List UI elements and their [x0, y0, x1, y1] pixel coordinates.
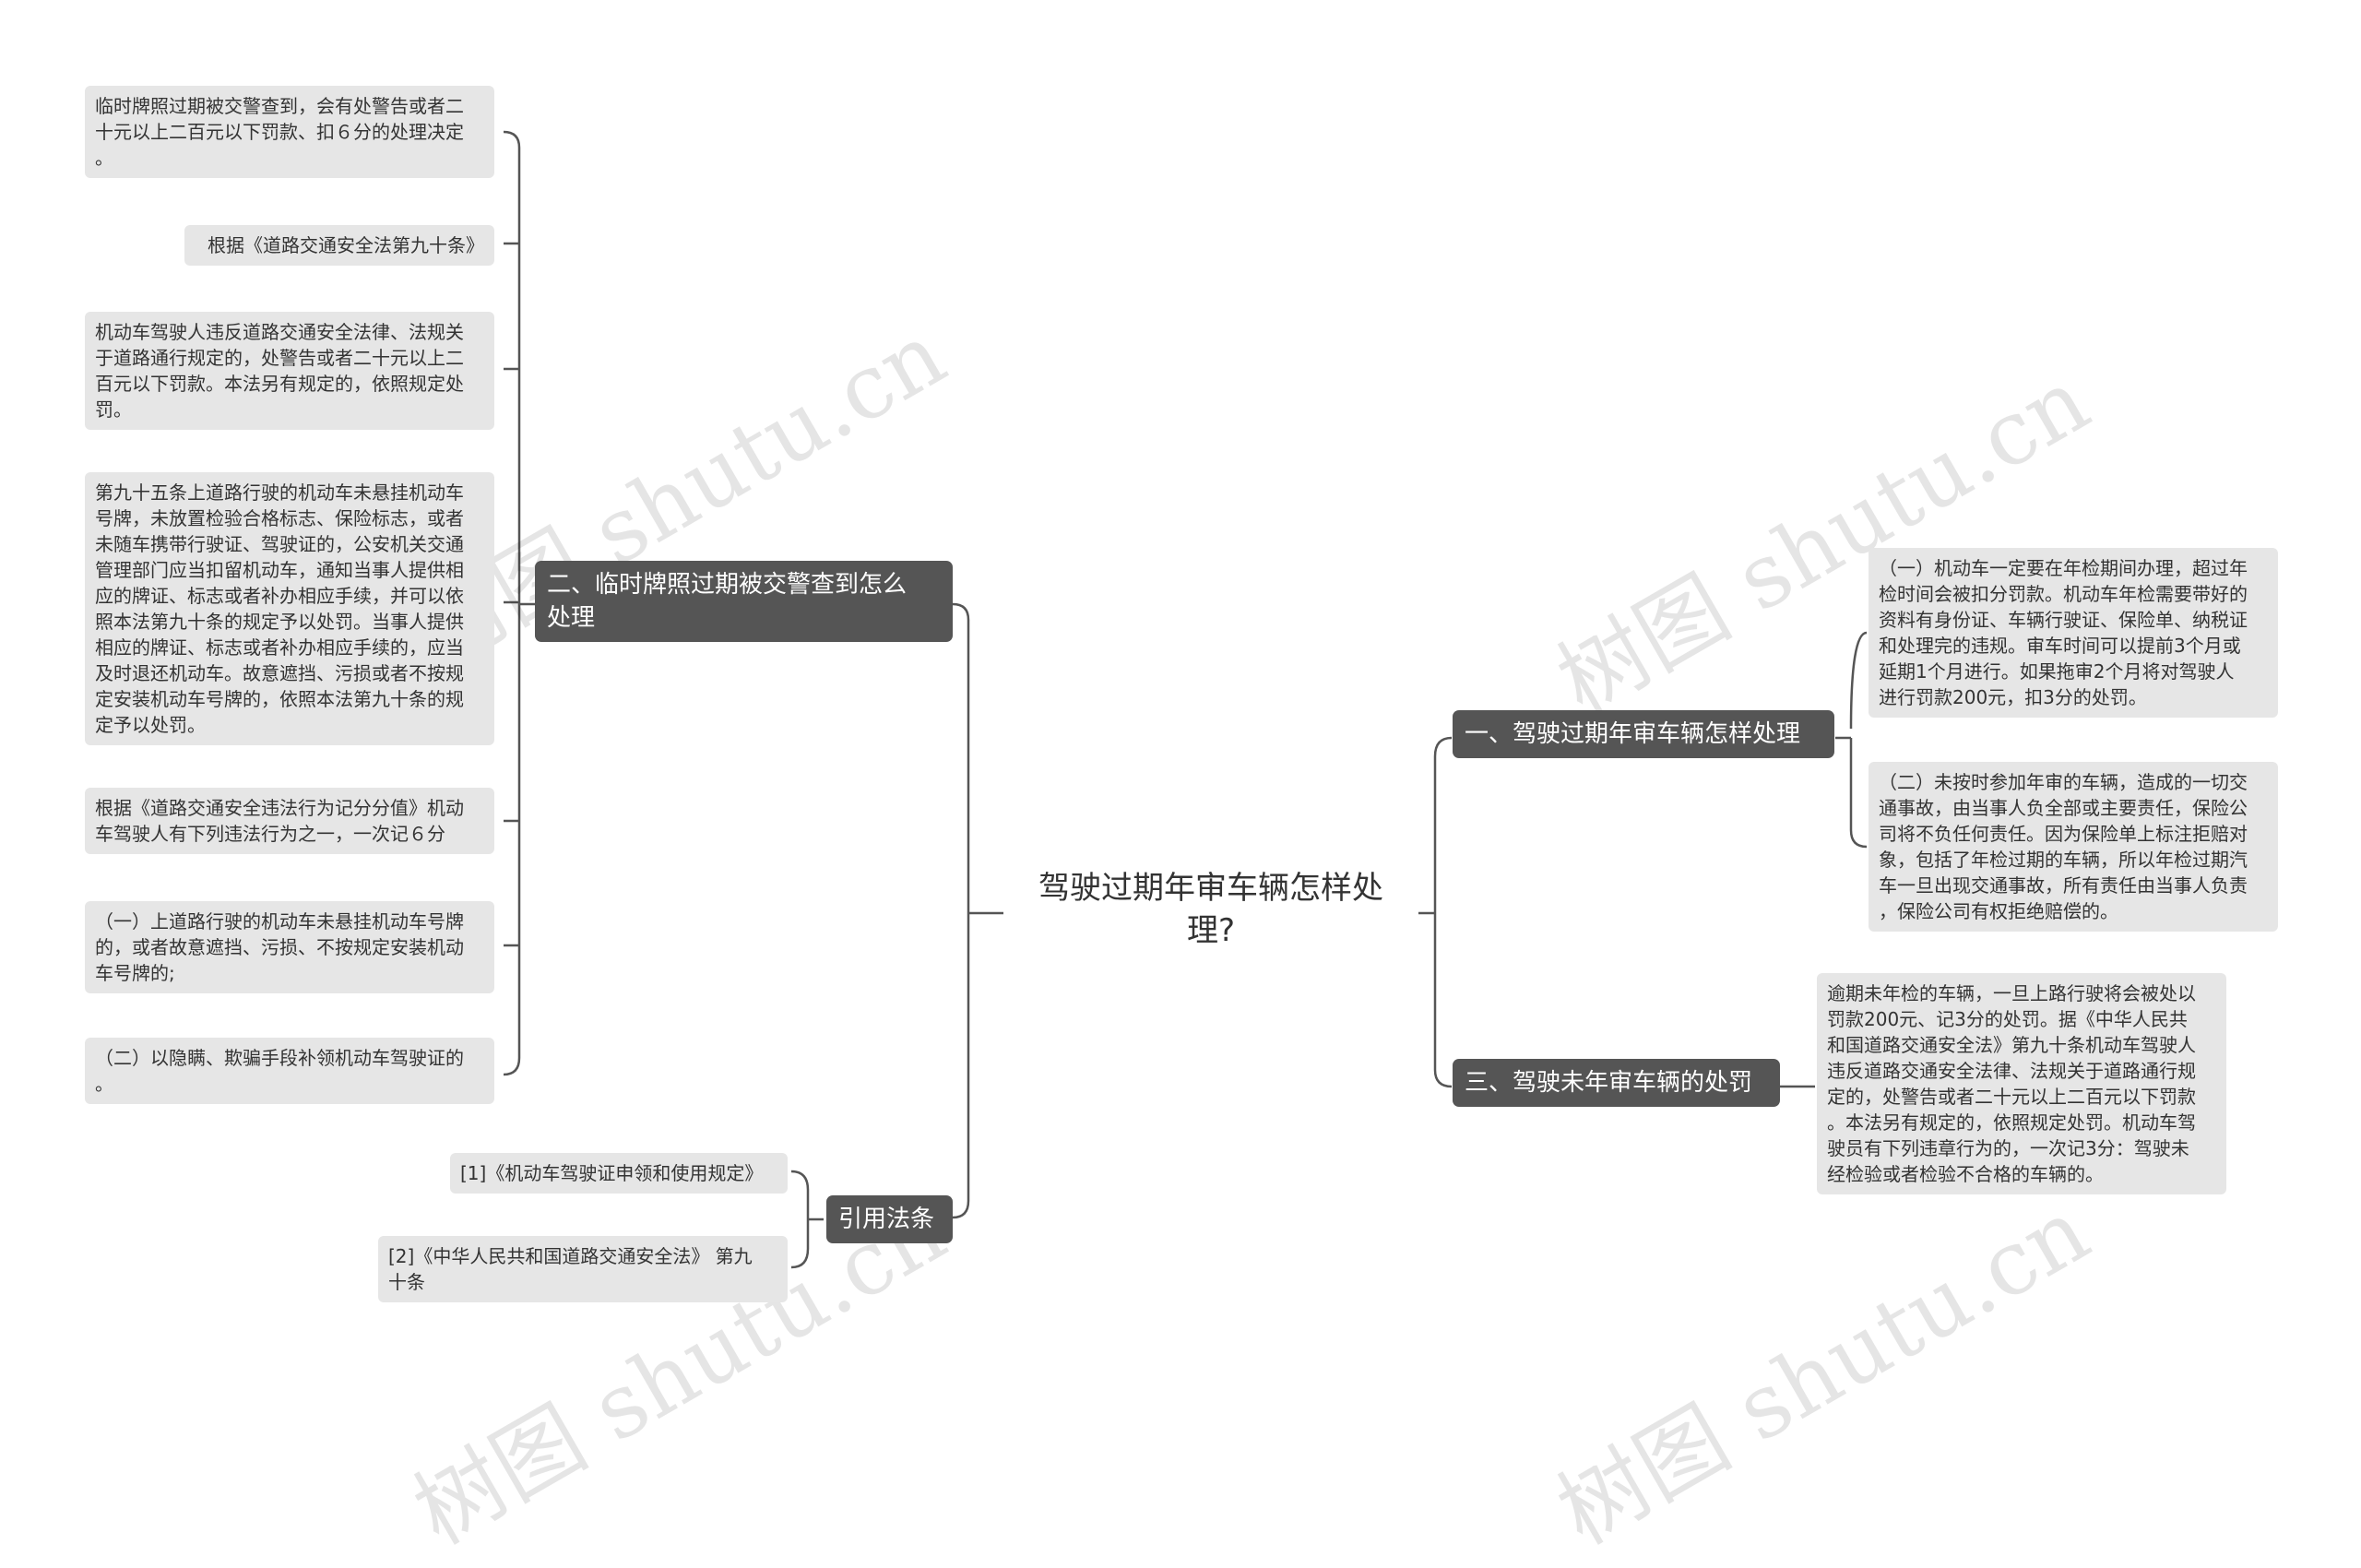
leaf-points-item-2[interactable]: （二）以隐瞒、欺骗手段补领机动车驾驶证的 。: [85, 1038, 494, 1104]
leaf-penalty-detail[interactable]: 逾期未年检的车辆，一旦上路行驶将会被处以 罚款200元、记3分的处罚。据《中华人…: [1817, 973, 2226, 1194]
connector-trunk-left: [952, 602, 987, 1219]
leaf-points-rule[interactable]: 根据《道路交通安全违法行为记分分值》机动 车驾驶人有下列违法行为之一，一次记６分: [85, 788, 494, 854]
mind-map-canvas: 树图 shutu.cn 树图 shutu.cn 树图 shutu.cn 树图 s…: [85, 86, 2278, 1564]
leaf-handle-item-2[interactable]: （二）未按时参加年审的车辆，造成的一切交 通事故，由当事人负全部或主要责任，保险…: [1869, 762, 2278, 932]
root-topic[interactable]: 驾驶过期年审车辆怎样处 理?: [1038, 870, 1383, 949]
topic-cited-laws[interactable]: 引用法条: [826, 1195, 953, 1243]
connector-refs: [790, 1170, 824, 1269]
connector-trunk-right: [1433, 736, 1453, 1088]
leaf-article-90-text[interactable]: 机动车驾驶人违反道路交通安全法律、法规关 于道路通行规定的，处警告或者二十元以上…: [85, 312, 494, 430]
topic-how-to-handle[interactable]: 一、驾驶过期年审车辆怎样处理: [1453, 710, 1834, 758]
leaf-law-article-90-ref[interactable]: 根据《道路交通安全法第九十条》: [184, 225, 494, 266]
leaf-handle-item-1[interactable]: （一）机动车一定要在年检期间办理，超过年 检时间会被扣分罚款。机动车年检需要带好…: [1869, 548, 2278, 718]
leaf-ref-2[interactable]: [2]《中华人民共和国道路交通安全法》 第九 十条: [378, 1236, 788, 1302]
connector-left-leaves: [503, 130, 521, 1076]
connector-lines: [503, 130, 1868, 1269]
leaf-article-95-text[interactable]: 第九十五条上道路行驶的机动车未悬挂机动车 号牌，未放置检验合格标志、保险标志，或…: [85, 472, 494, 745]
topic-penalty[interactable]: 三、驾驶未年审车辆的处罚: [1453, 1059, 1780, 1107]
leaf-points-item-1[interactable]: （一）上道路行驶的机动车未悬挂机动车号牌 的，或者故意遮挡、污损、不按规定安装机…: [85, 901, 494, 993]
leaf-ref-1[interactable]: [1]《机动车驾驶证申领和使用规定》: [450, 1153, 788, 1194]
topic-temp-plate-expired[interactable]: 二、临时牌照过期被交警查到怎么 处理: [535, 561, 953, 642]
leaf-temp-plate-penalty[interactable]: 临时牌照过期被交警查到，会有处警告或者二 十元以上二百元以下罚款、扣６分的处理决…: [85, 86, 494, 178]
connector-right1: [1835, 631, 1868, 849]
